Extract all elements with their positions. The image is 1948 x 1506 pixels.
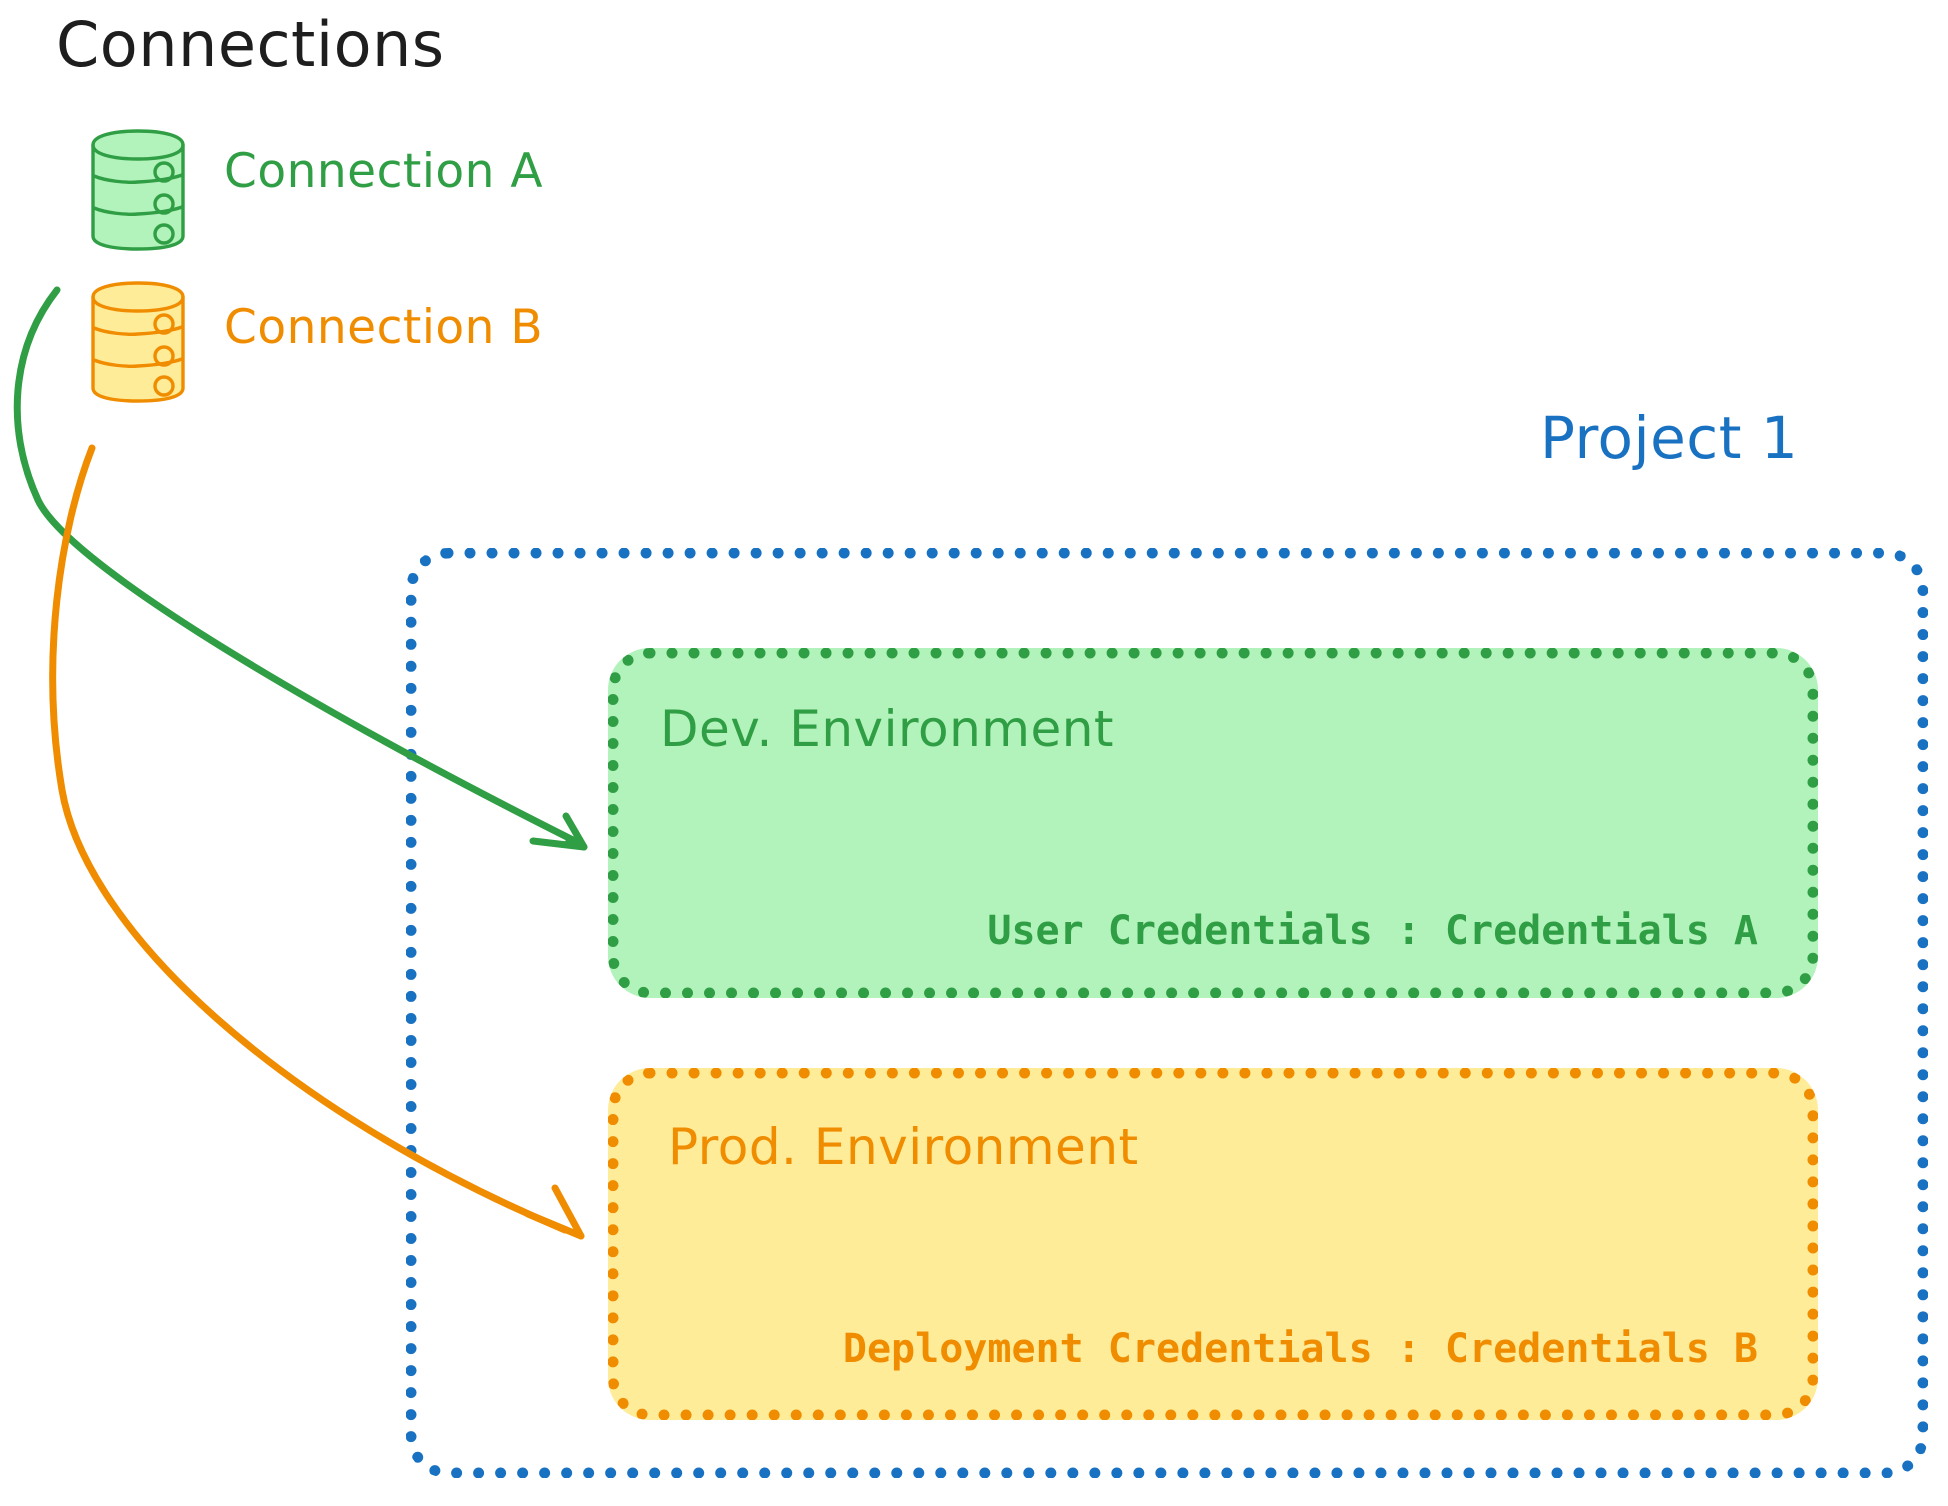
prod-environment-credentials: Deployment Credentials : Credentials B	[842, 1326, 1758, 1372]
dev-environment-credentials: User Credentials : Credentials A	[987, 908, 1758, 954]
dev-environment-title: Dev. Environment	[660, 700, 1115, 758]
project-label: Project 1	[1540, 404, 1799, 472]
connection-a-database-icon[interactable]	[86, 128, 190, 252]
prod-environment-title: Prod. Environment	[668, 1118, 1139, 1176]
prod-environment-box[interactable]	[608, 1068, 1818, 1420]
page-title: Connections	[56, 8, 445, 81]
connection-a-label: Connection A	[224, 144, 544, 199]
connection-b-database-icon[interactable]	[86, 280, 190, 404]
connection-b-label: Connection B	[224, 300, 544, 355]
dev-environment-box[interactable]	[608, 648, 1818, 998]
